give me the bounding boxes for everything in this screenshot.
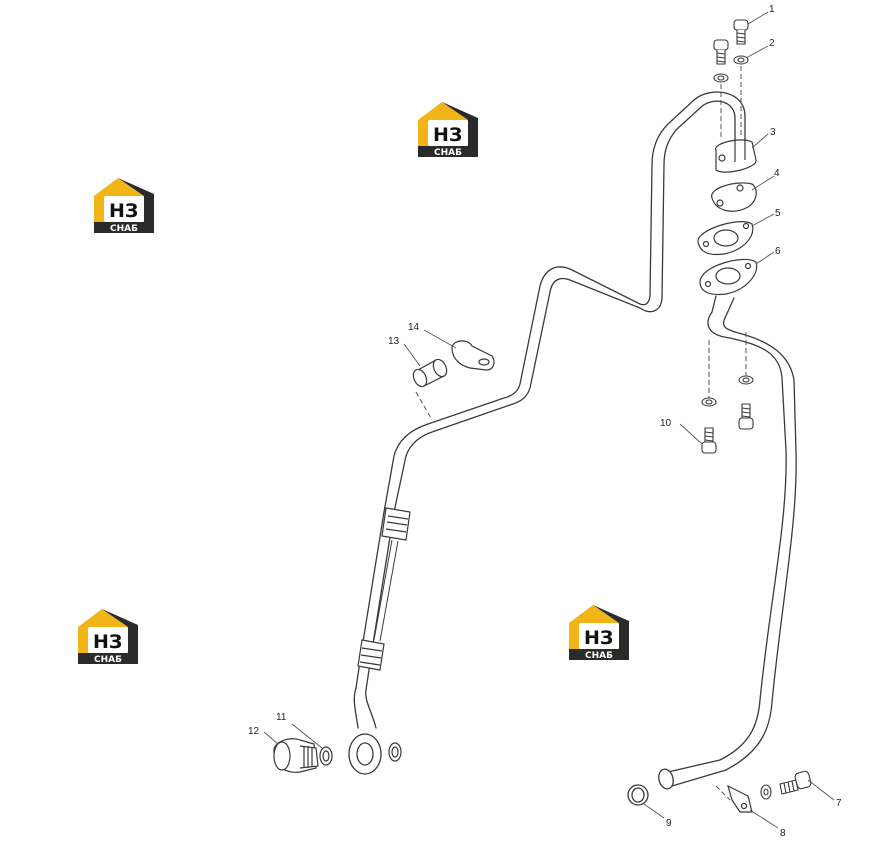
- logo-subtitle-text: СНАБ: [110, 224, 138, 234]
- o-ring-9: [627, 784, 649, 806]
- logo-mark-text: НЗ: [109, 200, 138, 222]
- logo-mark-text: НЗ: [93, 631, 122, 653]
- nz-snab-logo: НЗ СНАБ: [76, 607, 140, 665]
- gasket-5: [697, 221, 754, 256]
- screw-1: [733, 19, 749, 45]
- flange-3: [715, 138, 757, 173]
- alignment-lines: [415, 66, 747, 801]
- callout-10: 10: [660, 418, 672, 429]
- logo-subtitle-text: СНАБ: [94, 655, 122, 665]
- hose-tube: [373, 539, 399, 642]
- callout-4: 4: [774, 168, 780, 179]
- callout-1: 1: [769, 4, 775, 15]
- logo-subtitle-text: СНАБ: [434, 148, 462, 158]
- washer-11: [319, 742, 402, 766]
- callout-13: 13: [388, 336, 400, 347]
- callout-numbers: 1 2 3 4 5 6 7 8 9 10 11 12 13 14: [248, 4, 842, 839]
- logo-mark-text: НЗ: [433, 124, 462, 146]
- hose-collar-lower: [357, 639, 385, 671]
- oil-return-pipe: [658, 295, 797, 790]
- screw-7: [779, 770, 812, 795]
- hose-collar-upper: [381, 507, 411, 541]
- clamp-14: [451, 340, 495, 371]
- logo-subtitle-text: СНАБ: [585, 651, 613, 661]
- callout-2: 2: [769, 38, 775, 49]
- oil-feed-pipe: [353, 91, 746, 729]
- gasket-4: [711, 182, 757, 212]
- callout-3: 3: [770, 127, 776, 138]
- logo-mark-text: НЗ: [584, 627, 613, 649]
- bracket-8: [727, 784, 753, 813]
- callout-11: 11: [276, 712, 287, 723]
- leader-lines: [263, 11, 835, 829]
- callout-5: 5: [775, 208, 781, 219]
- sleeve-13: [412, 358, 448, 388]
- nz-snab-logo: НЗ СНАБ: [567, 603, 631, 661]
- screw-1b: [713, 39, 729, 65]
- flange-6: [699, 258, 758, 296]
- nz-snab-logo: НЗ СНАБ: [416, 100, 480, 158]
- callout-14: 14: [408, 322, 420, 333]
- callout-7: 7: [836, 798, 842, 809]
- washer-2: [713, 55, 749, 83]
- callout-8: 8: [780, 828, 786, 839]
- washer-7: [760, 784, 772, 800]
- callout-6: 6: [775, 246, 781, 257]
- banjo-fitting: [348, 733, 382, 775]
- screw-10: [701, 403, 754, 454]
- nz-snab-logo: НЗ СНАБ: [92, 176, 156, 234]
- callout-9: 9: [666, 818, 672, 829]
- washer-lower: [701, 375, 754, 407]
- banjo-bolt-12: [273, 738, 319, 773]
- callout-12: 12: [248, 726, 260, 737]
